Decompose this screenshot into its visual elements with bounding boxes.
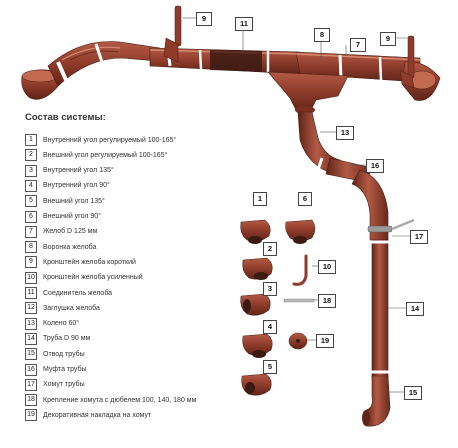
legend-number: 9 xyxy=(25,256,37,269)
legend-item-12: 12 Заглушка желоба xyxy=(25,302,100,315)
callout-7: 7 xyxy=(350,38,366,52)
legend-number: 11 xyxy=(25,287,37,299)
callout-8: 8 xyxy=(314,28,330,42)
gutter-funnel xyxy=(267,71,349,114)
callout-15: 15 xyxy=(404,386,422,400)
legend-label: Соединитель желоба xyxy=(43,289,113,297)
legend-label: Кронштейн желоба короткий xyxy=(43,258,136,266)
legend-number: 16 xyxy=(25,363,37,376)
legend-label: Внешний угол 135° xyxy=(43,197,105,205)
legend-label: Отвод трубы xyxy=(43,350,85,358)
legend-number: 7 xyxy=(25,225,37,238)
legend-number: 15 xyxy=(25,348,37,361)
callout-2: 2 xyxy=(263,242,277,256)
legend-item-3: 3 Внутренний угол 135° xyxy=(25,164,114,177)
legend-number: 14 xyxy=(25,332,37,345)
legend-label: Колено 60° xyxy=(43,320,80,328)
callout-1: 1 xyxy=(253,192,267,206)
legend-number: 2 xyxy=(25,149,37,162)
legend-label: Желоб D 125 мм xyxy=(43,228,98,236)
legend-label: Хомут трубы xyxy=(43,381,85,389)
gutter-brackets xyxy=(163,5,415,89)
callout-19: 19 xyxy=(316,334,334,348)
legend-item-16: 16 Муфта трубы xyxy=(25,363,87,376)
end-cap-left xyxy=(21,69,61,100)
legend-number: 19 xyxy=(25,409,37,422)
legend-label: Внешний угол 90° xyxy=(43,213,101,220)
legend-item-18: 18 Крепление хомута с дюбелем 100, 140, 1… xyxy=(25,394,197,407)
legend-item-2: 2 Внешний угол регулируемый 100-165° xyxy=(25,149,168,162)
legend-item-5: 5 Внешний угол 135° xyxy=(25,195,105,208)
legend-item-7: 7 Желоб D 125 мм xyxy=(25,225,98,238)
legend-label: Труба D 90 мм xyxy=(43,335,91,343)
callout-13: 13 xyxy=(336,126,354,140)
legend-number: 13 xyxy=(25,317,37,330)
callout-6: 6 xyxy=(298,192,312,206)
callout-14: 14 xyxy=(406,302,424,316)
legend-item-8: 8 Воронка желоба xyxy=(25,241,97,254)
legend-label: Декоративная накладка на хомут xyxy=(43,411,152,419)
legend-number: 3 xyxy=(25,164,37,177)
callout-4: 4 xyxy=(263,320,277,334)
legend-item-10: 10 Кронштейн желоба усиленный xyxy=(25,271,143,284)
legend-number: 1 xyxy=(25,134,37,146)
parts-gallery xyxy=(240,219,316,396)
callout-9-right: 9 xyxy=(380,32,396,46)
callout-9-left: 9 xyxy=(196,12,212,26)
callout-3: 3 xyxy=(263,282,277,296)
legend-label: Внешний угол регулируемый 100-165° xyxy=(43,151,168,159)
legend-label: Муфта трубы xyxy=(43,366,87,373)
legend-item-9: 9 Кронштейн желоба короткий xyxy=(25,256,136,269)
legend-label: Внутренний угол 90° xyxy=(43,182,110,190)
legend-item-1: 1 Внутренний угол регулируемый 100-165° xyxy=(25,134,176,146)
gutter-right-section xyxy=(295,51,421,83)
legend-number: 10 xyxy=(25,271,37,284)
legend-title: Состав системы: xyxy=(25,112,106,123)
legend-number: 6 xyxy=(25,210,37,223)
legend-label: Внутренний угол регулируемый 100-165° xyxy=(43,136,177,144)
legend-label: Внутренний угол 135° xyxy=(43,167,114,175)
callout-18: 18 xyxy=(318,294,336,308)
legend-number: 4 xyxy=(25,179,37,192)
legend-item-13: 13 Колено 60° xyxy=(25,317,80,330)
legend-number: 18 xyxy=(25,394,37,407)
legend-item-4: 4 Внутренний угол 90° xyxy=(25,179,110,192)
legend-label: Крепление хомута с дюбелем 100, 140, 180… xyxy=(43,396,197,404)
legend-number: 17 xyxy=(25,378,37,391)
gutter-left-section xyxy=(47,41,171,87)
legend-label: Воронка желоба xyxy=(43,243,97,251)
callout-11: 11 xyxy=(235,17,253,31)
legend-number: 5 xyxy=(25,195,37,208)
legend-number: 8 xyxy=(25,241,37,254)
legend-label: Заглушка желоба xyxy=(43,304,100,312)
callout-10: 10 xyxy=(318,260,336,274)
legend-item-17: 17 Хомут трубы xyxy=(25,378,85,391)
callout-17: 17 xyxy=(410,230,428,244)
callout-16: 16 xyxy=(366,159,384,173)
legend-item-14: 14 Труба D 90 мм xyxy=(25,332,91,345)
legend-number: 12 xyxy=(25,302,37,315)
legend-label: Кронштейн желоба усиленный xyxy=(43,274,143,282)
legend-item-15: 15 Отвод трубы xyxy=(25,348,85,361)
legend-item-6: 6 Внешний угол 90° xyxy=(25,210,101,223)
callout-5: 5 xyxy=(263,360,277,374)
downpipe xyxy=(297,111,415,427)
legend-item-11: 11 Соединитель желоба xyxy=(25,287,112,299)
legend-item-19: 19 Декоративная накладка на хомут xyxy=(25,409,152,422)
